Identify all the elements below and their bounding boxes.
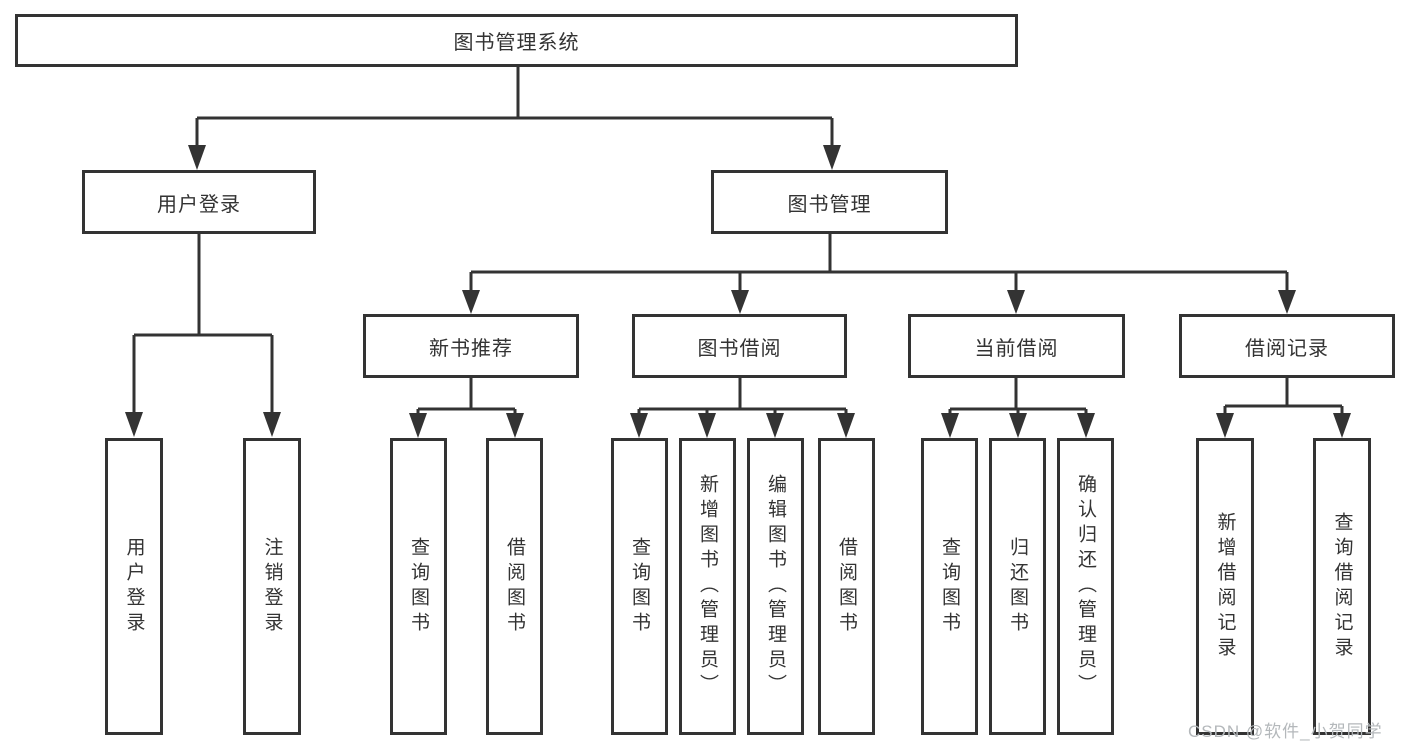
node-label: 查询借阅记录 xyxy=(1331,511,1353,662)
connector-book-borrow xyxy=(637,378,848,417)
node-label: 归还图书 xyxy=(1007,536,1028,637)
node-confirm-return-admin: 确认归还（管理员） xyxy=(1057,438,1114,735)
node-label: 当前借阅 xyxy=(974,337,1059,360)
node-borrow-records: 借阅记录 xyxy=(1179,314,1395,378)
node-label: 借阅图书 xyxy=(836,536,857,637)
node-query-borrow-record: 查询借阅记录 xyxy=(1313,438,1371,735)
node-label: 用户登录 xyxy=(157,193,241,216)
arrowhead xyxy=(1278,290,1296,314)
arrowhead xyxy=(409,413,427,438)
arrowhead xyxy=(941,413,959,438)
node-borrow-books-recommend: 借阅图书 xyxy=(486,438,543,735)
node-borrow-books-leaf: 借阅图书 xyxy=(818,438,875,735)
node-label: 新增借阅记录 xyxy=(1214,511,1236,662)
arrowhead xyxy=(1333,413,1351,438)
node-label: 编辑图书（管理员） xyxy=(765,474,786,699)
arrowhead xyxy=(462,290,480,314)
node-label: 查询图书 xyxy=(408,536,429,637)
node-new-book-recommend: 新书推荐 xyxy=(363,314,579,378)
node-label: 新书推荐 xyxy=(429,337,513,360)
node-label: 确认归还（管理员） xyxy=(1075,474,1096,699)
connector-current-borrow xyxy=(948,378,1088,417)
node-add-book-admin: 新增图书（管理员） xyxy=(679,438,736,735)
node-label: 新增图书（管理员） xyxy=(697,474,718,699)
arrowhead xyxy=(837,413,855,438)
arrowhead xyxy=(1007,290,1025,314)
arrowhead xyxy=(731,290,749,314)
arrowhead xyxy=(263,412,281,437)
node-logout: 注销登录 xyxy=(243,438,301,735)
node-library-system: 图书管理系统 xyxy=(15,14,1018,67)
arrowhead xyxy=(1009,413,1027,438)
watermark: CSDN @软件_小贺同学 xyxy=(1188,722,1383,741)
arrowhead xyxy=(766,413,784,438)
node-current-borrow: 当前借阅 xyxy=(908,314,1125,378)
node-label: 用户登录 xyxy=(123,536,145,637)
node-label: 注销登录 xyxy=(261,536,283,637)
arrowhead xyxy=(698,413,716,438)
arrowhead xyxy=(125,412,143,437)
connector-book-management xyxy=(469,234,1289,292)
node-book-borrow: 图书借阅 xyxy=(632,314,847,378)
node-label: 图书管理系统 xyxy=(453,32,580,54)
connector-root xyxy=(195,67,834,148)
node-return-book: 归还图书 xyxy=(989,438,1046,735)
node-label: 借阅图书 xyxy=(504,536,525,637)
node-query-books-current: 查询图书 xyxy=(921,438,978,735)
node-add-borrow-record: 新增借阅记录 xyxy=(1196,438,1254,735)
node-label: 借阅记录 xyxy=(1245,337,1329,360)
node-label: 图书借阅 xyxy=(697,337,782,360)
node-user-login-leaf: 用户登录 xyxy=(105,438,163,735)
node-query-books-recommend: 查询图书 xyxy=(390,438,447,735)
node-label: 查询图书 xyxy=(939,536,960,637)
arrowhead xyxy=(506,413,524,438)
arrowhead xyxy=(1077,413,1095,438)
connector-borrow-records xyxy=(1223,378,1344,417)
connector-new-book xyxy=(416,378,517,417)
arrowhead xyxy=(1216,413,1234,438)
connector-user-login xyxy=(132,234,274,415)
arrowhead xyxy=(630,413,648,438)
arrowhead xyxy=(188,145,206,170)
node-label: 图书管理 xyxy=(787,193,872,216)
node-book-management: 图书管理 xyxy=(711,170,948,234)
arrowhead xyxy=(823,145,841,170)
node-user-login: 用户登录 xyxy=(82,170,316,234)
node-edit-book-admin: 编辑图书（管理员） xyxy=(747,438,804,735)
node-query-books-borrow: 查询图书 xyxy=(611,438,668,735)
node-label: 查询图书 xyxy=(629,536,650,637)
